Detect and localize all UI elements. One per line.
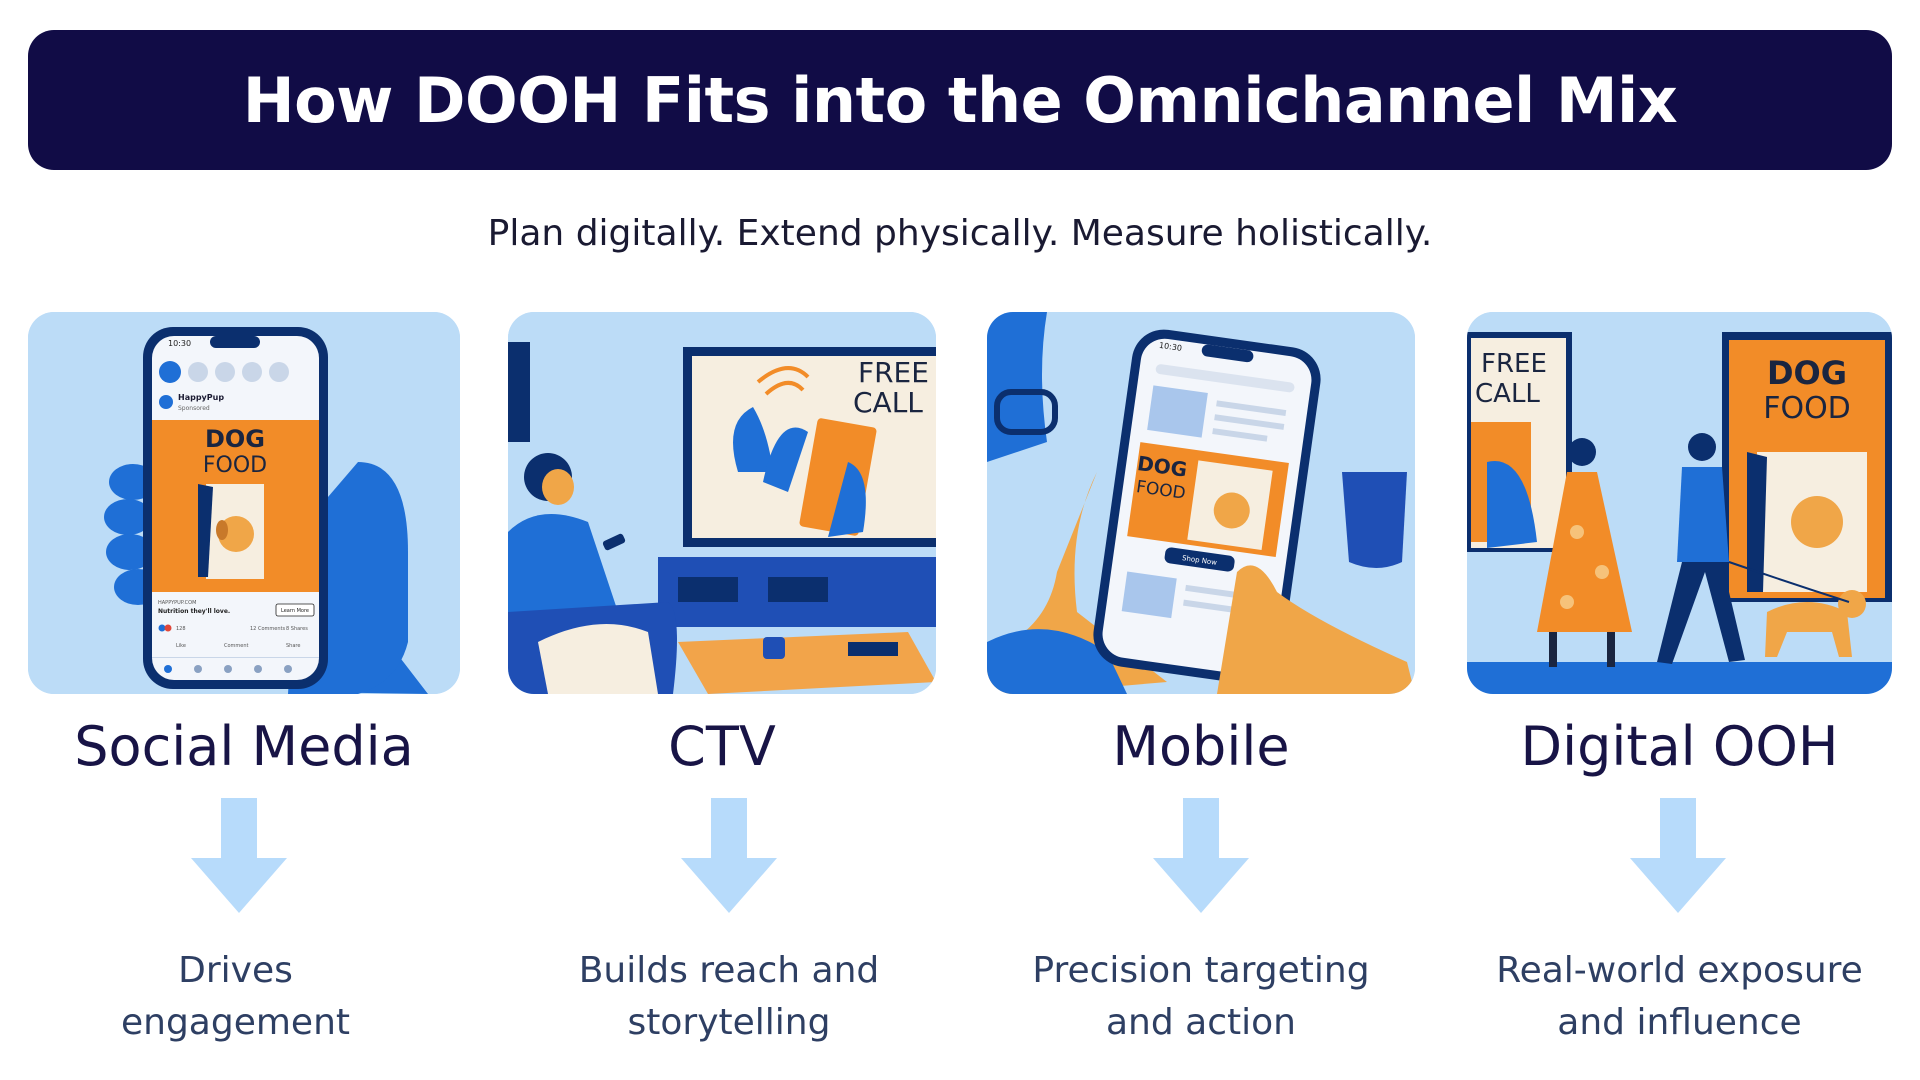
ad-title-1: DOG [205, 425, 265, 453]
digital-ooh-illustration: FREE CALL DOG FOOD [1467, 312, 1892, 694]
description-line: Precision targeting [1032, 950, 1370, 991]
sign-text-2: CALL [1475, 379, 1540, 409]
like-count: 128 [176, 626, 186, 632]
sign-text-1: FREE [1481, 349, 1547, 379]
ad-site: HAPPYPUP.COM [158, 600, 196, 606]
description-line: Builds reach and [578, 950, 880, 991]
description-line: Drives [178, 950, 293, 991]
description-social-media: Drives engagement [28, 945, 443, 1049]
billboard-text-1: DOG [1767, 354, 1847, 392]
tv-text-2: CALL [853, 386, 923, 419]
ad-title-2: FOOD [203, 453, 267, 478]
description-line: storytelling [627, 1002, 831, 1043]
page-title: How DOOH Fits into the Omnichannel Mix [242, 63, 1678, 137]
comment-action: Comment [224, 643, 249, 649]
channel-title-social-media: Social Media [74, 715, 414, 778]
post-sponsored: Sponsored [178, 405, 210, 412]
ad-cta: Learn More [281, 608, 309, 614]
channel-title-ctv: CTV [668, 715, 776, 778]
channel-title-digital-ooh: Digital OOH [1520, 715, 1839, 778]
living-room-tv-icon: FREE CALL [508, 312, 936, 694]
arrow-down-icon [1628, 798, 1728, 913]
ctv-illustration: FREE CALL [508, 312, 936, 694]
title-banner: How DOOH Fits into the Omnichannel Mix [28, 30, 1892, 170]
comment-count: 12 Comments [250, 626, 285, 632]
description-line: and action [1106, 1002, 1296, 1043]
channel-title-mobile: Mobile [1112, 715, 1290, 778]
post-account: HappyPup [178, 393, 224, 402]
description-ctv: Builds reach and storytelling [508, 945, 950, 1049]
description-line: and influence [1557, 1002, 1802, 1043]
share-count: 8 Shares [286, 626, 308, 632]
mobile-illustration: 10:30 DOG FOOD Shop Now [987, 312, 1415, 694]
phone-in-hand-icon: 10:30 HappyPup Sponsored DOG FOOD HAPPYP… [28, 312, 460, 694]
like-action: Like [176, 643, 186, 649]
phone-browsing-icon: 10:30 DOG FOOD Shop Now [987, 312, 1415, 694]
description-digital-ooh: Real-world exposure and influence [1467, 945, 1892, 1049]
arrow-down-icon [1151, 798, 1251, 913]
status-time: 10:30 [168, 339, 191, 348]
street-billboard-icon: FREE CALL DOG FOOD [1467, 312, 1892, 694]
billboard-text-2: FOOD [1763, 391, 1851, 426]
social-media-illustration: 10:30 HappyPup Sponsored DOG FOOD HAPPYP… [28, 312, 460, 694]
description-line: engagement [120, 1002, 351, 1043]
description-mobile: Precision targeting and action [987, 945, 1415, 1049]
description-line: Real-world exposure [1496, 950, 1863, 991]
page-subtitle: Plan digitally. Extend physically. Measu… [487, 213, 1433, 254]
arrow-down-icon [679, 798, 779, 913]
arrow-down-icon [189, 798, 289, 913]
share-action: Share [286, 643, 300, 649]
status-time-mobile: 10:30 [1158, 341, 1182, 353]
tv-text-1: FREE [858, 356, 929, 389]
ad-tagline: Nutrition they'll love. [158, 608, 230, 615]
